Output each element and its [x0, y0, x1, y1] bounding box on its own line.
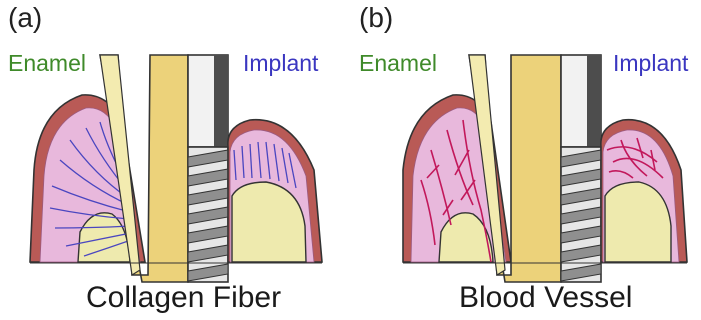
panel-caption: Blood Vessel [459, 283, 632, 313]
panel-caption: Collagen Fiber [86, 283, 281, 313]
enamel-label: Enamel [8, 52, 86, 75]
implant-threads [561, 147, 601, 282]
panel-collagen-fiber: (a) Enamel Implant Collagen Fiber [0, 0, 350, 320]
enamel-label: Enamel [359, 52, 437, 75]
collagen-fiber-diagram [0, 0, 350, 320]
implant-label: Implant [613, 52, 688, 75]
panel-blood-vessel: (b) Enamel Implant Blood Vessel [351, 0, 701, 320]
panel-letter: (b) [359, 4, 393, 32]
blood-vessel-diagram [351, 0, 701, 320]
panel-letter: (a) [8, 4, 42, 32]
implant-threads [188, 147, 228, 282]
implant-label: Implant [243, 52, 318, 75]
